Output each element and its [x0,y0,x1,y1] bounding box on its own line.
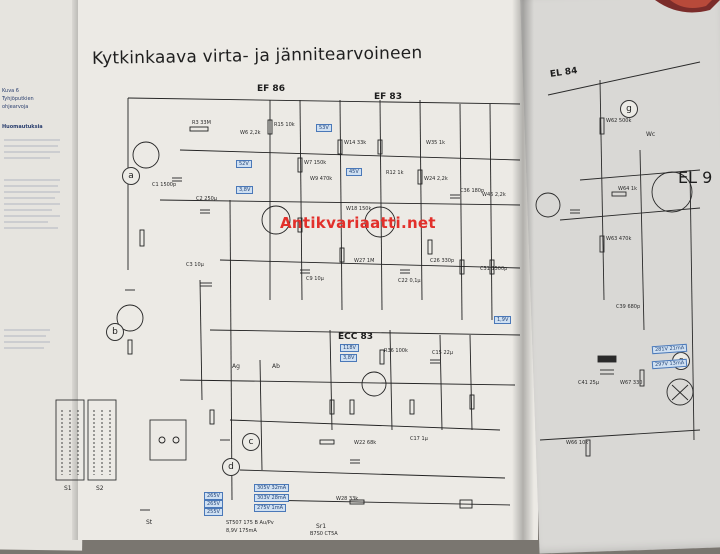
label-r36: R36 100k [384,348,408,354]
left-page-text-3: ohjearvoja [2,104,29,110]
label-w14: W14 33k [344,140,367,146]
label-r12: R12 1k [386,170,404,176]
label-w35: W35 1k [426,140,445,146]
tube-label-ecc83: ECC 83 [338,332,374,342]
terminal-ab: Ab [272,363,280,370]
terminal-st: St [146,519,153,526]
label-c17: C17 1µ [410,436,428,442]
label-c41: C41 25µ [578,380,599,386]
supply-box-275v: 275V 1mA [254,504,287,512]
watermark: Antikvariaatti.net [280,214,436,232]
terminal-s1: S1 [64,485,72,492]
label-w46: W46 2,2k [482,192,506,198]
terminal-s2: S2 [96,485,104,492]
bottom-note-st507: ST507 175 B Au/Pv [226,520,274,526]
supply-box-3-8v-a: 3,8V [340,354,358,362]
label-w28: W28 33k [336,496,359,502]
book-gutter-shadow [512,0,534,540]
supply-box-3-8v-b: 3,8V [236,186,254,194]
tube-label-el9: EL 9 [678,168,713,187]
supply-box-265v-b: 265V [204,500,223,508]
label-r3: R3 33M [192,120,211,126]
supply-box-1-9v: 1,9V [494,316,512,324]
terminal-sr1: Sr1 [316,523,327,530]
marker-a: a [122,167,140,185]
label-w6: W6 2,2k [240,130,261,136]
label-c3: C3 10µ [186,262,204,268]
label-r15: R15 10k [274,122,295,128]
supply-box-305v: 305V 32mA [254,484,290,492]
label-w67: W67 330 [620,380,643,386]
label-c15: C15 22µ [432,350,453,356]
label-w9: W9 470k [310,176,333,182]
label-c36: C36 180p [460,188,485,194]
tube-label-ef83: EF 83 [374,92,402,102]
supply-box-53v: 53V [316,124,332,132]
label-w27: W27 1M [354,258,375,264]
left-page-lines [4,139,60,349]
label-w66: W66 10k [566,440,589,446]
marker-b: b [106,323,124,341]
bottom-note-b7s0: B7S0 CT5A [310,531,338,537]
corner-object [655,0,720,13]
label-c22: C22 0,1µ [398,278,421,284]
schematic-diagram [55,61,701,511]
supply-box-118v: 118V [340,344,359,352]
tube-label-ef86: EF 86 [257,84,285,94]
marker-g: g [620,100,638,118]
label-w18: W18 150k [346,206,372,212]
marker-c-left: c [242,433,260,451]
label-w62: W62 500k [606,118,632,124]
supply-box-265v-a: 265V [204,492,223,500]
supply-box-45v: 45V [346,168,362,176]
label-w22: W22 68k [354,440,377,446]
label-c26: C26 330p [430,258,455,264]
marker-d: d [222,458,240,476]
supply-box-52v: 52V [236,160,252,168]
label-w63: W63 470k [606,236,632,242]
label-c31: C31 1500p [480,266,508,272]
left-page-text-1: Kuva 6 [2,88,19,94]
bottom-note-heater: 8,9V 175mA [226,528,257,534]
label-w24: W24 2,2k [424,176,448,182]
terminal-ag: Ag [232,363,240,370]
supply-box-303v: 303V 28mA [254,494,290,502]
supply-box-255v: 255V [204,508,223,516]
left-page-text-2: Tyhjöputkien [2,96,34,102]
terminal-wc: Wc [646,131,656,138]
label-c39: C39 680p [616,304,641,310]
label-c2: C2 250µ [196,196,217,202]
label-w7: W7 150k [304,160,327,166]
left-page-text-4: Huomautuksia [2,124,43,130]
label-w64: W64 1k [618,186,637,192]
label-c9: C9 10µ [306,276,324,282]
label-c1: C1 1500p [152,182,177,188]
